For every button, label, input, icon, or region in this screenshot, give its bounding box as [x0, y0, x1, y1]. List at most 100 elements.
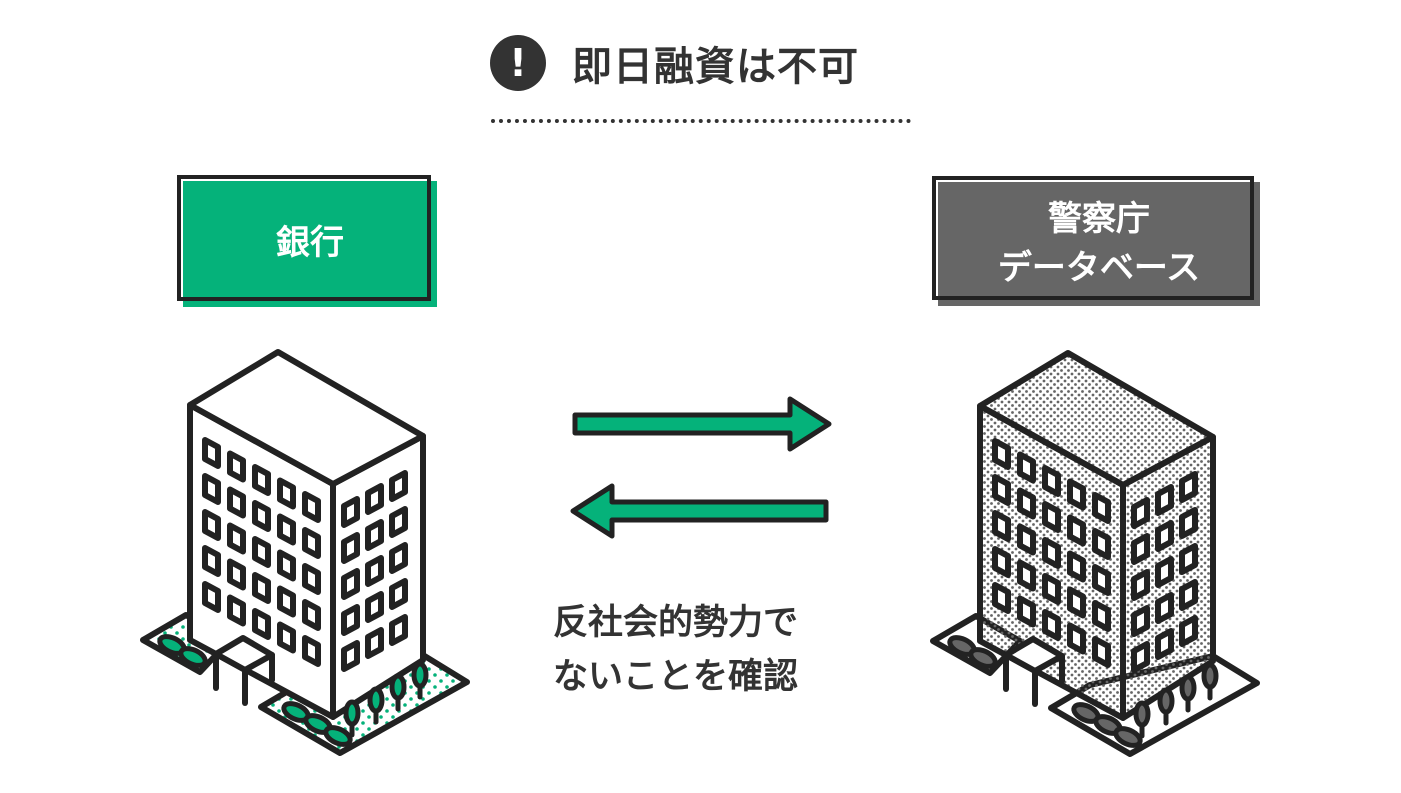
- shrub-icon: [323, 725, 353, 747]
- tree-icon: [1133, 700, 1151, 728]
- window: [1155, 484, 1174, 516]
- window: [341, 568, 360, 600]
- window: [1017, 559, 1036, 592]
- window: [389, 470, 408, 502]
- tree-icon: [389, 673, 407, 701]
- shrub-icon: [968, 647, 998, 669]
- page-title: 即日融資は不可: [572, 44, 859, 90]
- window: [1042, 537, 1061, 569]
- window: [992, 582, 1011, 614]
- window: [992, 510, 1011, 542]
- dotted-divider: [491, 119, 911, 123]
- window: [252, 464, 271, 496]
- window: [1017, 451, 1036, 484]
- window: [202, 473, 221, 505]
- window: [389, 578, 408, 610]
- window: [1155, 592, 1174, 624]
- tree-icon: [343, 699, 361, 727]
- window: [227, 594, 246, 627]
- window: [277, 477, 296, 510]
- window: [365, 591, 384, 623]
- window: [389, 614, 408, 646]
- roof: [187, 349, 426, 487]
- window: [1042, 573, 1061, 605]
- police-label-box: 警察庁 データベース: [932, 176, 1260, 306]
- window: [1067, 550, 1086, 583]
- tree-icon: [1157, 687, 1175, 715]
- window: [202, 545, 221, 577]
- window: [341, 532, 360, 564]
- police-label-line1: 警察庁: [1048, 198, 1150, 239]
- window: [252, 536, 271, 568]
- window: [1042, 465, 1061, 497]
- shrub-icon: [1113, 726, 1143, 748]
- window: [252, 572, 271, 604]
- window: [302, 635, 321, 667]
- window: [302, 563, 321, 595]
- roof: [977, 350, 1216, 488]
- police-label-frame: [932, 176, 1254, 300]
- window: [341, 640, 360, 672]
- window: [227, 558, 246, 591]
- window: [365, 483, 384, 515]
- exclamation-circle-icon: !: [490, 35, 546, 91]
- window: [252, 500, 271, 532]
- tree-icon: [411, 661, 429, 689]
- window: [1092, 564, 1111, 596]
- window: [1017, 523, 1036, 556]
- window: [1131, 569, 1150, 601]
- window: [277, 585, 296, 618]
- window: [389, 506, 408, 538]
- window: [992, 438, 1011, 470]
- bank-building-icon: [140, 349, 470, 756]
- window: [302, 599, 321, 631]
- window: [1092, 600, 1111, 632]
- window: [365, 627, 384, 659]
- window: [389, 542, 408, 574]
- window: [1067, 514, 1086, 547]
- window: [1092, 636, 1111, 668]
- window: [202, 581, 221, 613]
- window: [1179, 471, 1198, 503]
- window: [277, 549, 296, 582]
- window: [992, 546, 1011, 578]
- bank-label-fill: [183, 181, 437, 307]
- police-building-icon: [930, 350, 1260, 757]
- window: [341, 604, 360, 636]
- window: [277, 513, 296, 546]
- tree-icon: [1179, 674, 1197, 702]
- window: [1179, 543, 1198, 575]
- window: [1092, 492, 1111, 524]
- caption-line2: ないことを確認: [553, 657, 799, 697]
- window: [302, 491, 321, 523]
- window: [1042, 609, 1061, 641]
- bank-label: 銀行: [276, 223, 344, 264]
- window: [227, 522, 246, 555]
- window: [227, 450, 246, 483]
- window: [1131, 533, 1150, 565]
- window: [341, 496, 360, 528]
- window: [1131, 641, 1150, 673]
- window: [992, 474, 1011, 506]
- tree-icon: [367, 686, 385, 714]
- caption-line1: 反社会的勢力で: [553, 603, 799, 643]
- window: [1155, 520, 1174, 552]
- window: [227, 486, 246, 519]
- window: [1067, 622, 1086, 655]
- window: [365, 555, 384, 587]
- window: [202, 509, 221, 541]
- police-label-fill: [938, 182, 1260, 306]
- tree-icon: [1201, 662, 1219, 690]
- window: [1067, 478, 1086, 511]
- window: [1092, 528, 1111, 560]
- window: [252, 608, 271, 640]
- window: [1067, 586, 1086, 619]
- caption: 反社会的勢力で ないことを確認: [553, 596, 798, 704]
- window: [302, 527, 321, 559]
- window: [1017, 595, 1036, 628]
- arrow-left-icon: [570, 483, 829, 539]
- window: [1179, 615, 1198, 647]
- window: [1131, 605, 1150, 637]
- window: [202, 437, 221, 469]
